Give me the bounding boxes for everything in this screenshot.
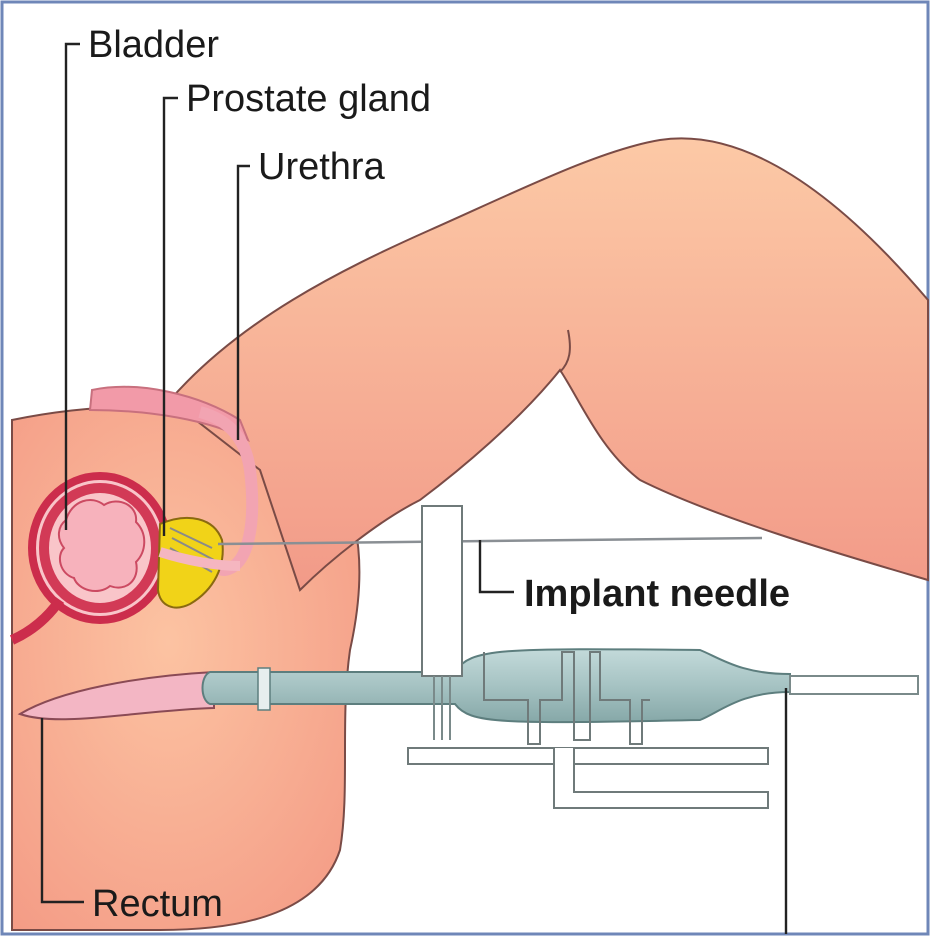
label-urethra: Urethra	[258, 146, 386, 188]
probe-collar	[258, 668, 270, 710]
label-rectum: Rectum	[92, 883, 223, 925]
label-prostate-gland: Prostate gland	[186, 78, 431, 120]
needle-template-block	[422, 506, 462, 676]
probe-tail	[790, 676, 918, 694]
bladder-lumen	[59, 500, 144, 591]
label-implant-needle: Implant needle	[524, 573, 790, 615]
base-rail-top	[408, 748, 768, 764]
label-bladder: Bladder	[88, 24, 219, 66]
